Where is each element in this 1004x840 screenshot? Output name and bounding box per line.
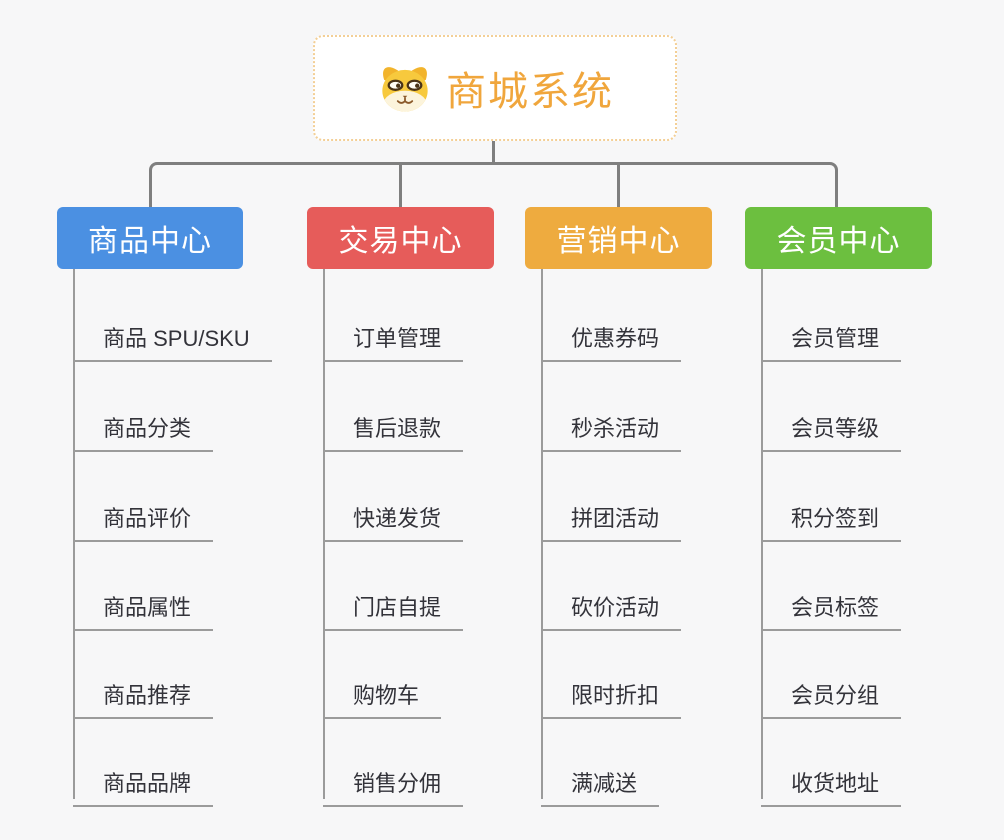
branch-member-center[interactable]: 会员中心: [745, 207, 932, 269]
leaf-topic[interactable]: 销售分佣: [323, 758, 464, 807]
trunk-product-center: [73, 269, 75, 799]
leaf-topic[interactable]: 商品属性: [73, 582, 214, 631]
branch-product-center[interactable]: 商品中心: [57, 207, 243, 269]
leaf-topic[interactable]: 门店自提: [323, 582, 464, 631]
trunk-member-center: [761, 269, 763, 799]
leaf-topic[interactable]: 商品品牌: [73, 758, 214, 807]
leaf-topic[interactable]: 满减送: [541, 758, 660, 807]
leaf-topic[interactable]: 快递发货: [323, 493, 464, 542]
trunk-marketing-center: [541, 269, 543, 799]
root-node[interactable]: 商城系统: [313, 35, 677, 141]
connector-drop-marketing: [617, 164, 620, 208]
leaf-topic[interactable]: 商品评价: [73, 493, 214, 542]
leaf-topic[interactable]: 砍价活动: [541, 582, 682, 631]
leaf-topic[interactable]: 会员等级: [761, 403, 902, 452]
leaf-topic[interactable]: 积分签到: [761, 493, 902, 542]
connector-bus-left: [149, 162, 493, 208]
root-title: 商城系统: [446, 70, 614, 114]
shiba-dog-icon: [376, 61, 434, 115]
leaf-topic[interactable]: 商品分类: [73, 403, 214, 452]
branch-marketing-center[interactable]: 营销中心: [525, 207, 712, 269]
leaf-topic[interactable]: 商品 SPU/SKU: [73, 313, 272, 362]
leaf-topic[interactable]: 商品推荐: [73, 670, 214, 719]
connector-bus-right: [493, 162, 838, 208]
branch-trade-center[interactable]: 交易中心: [307, 207, 494, 269]
trunk-trade-center: [323, 269, 325, 799]
leaf-topic[interactable]: 优惠券码: [541, 313, 682, 362]
leaf-topic[interactable]: 购物车: [323, 670, 442, 719]
leaf-topic[interactable]: 限时折扣: [541, 670, 682, 719]
leaf-topic[interactable]: 会员分组: [761, 670, 902, 719]
leaf-topic[interactable]: 售后退款: [323, 403, 464, 452]
leaf-topic[interactable]: 会员管理: [761, 313, 902, 362]
leaf-topic[interactable]: 秒杀活动: [541, 403, 682, 452]
leaf-topic[interactable]: 拼团活动: [541, 493, 682, 542]
leaf-topic[interactable]: 订单管理: [323, 313, 464, 362]
connector-drop-trade: [399, 164, 402, 208]
leaf-topic[interactable]: 收货地址: [761, 758, 902, 807]
leaf-topic[interactable]: 会员标签: [761, 582, 902, 631]
connector-root-stub: [492, 140, 495, 165]
